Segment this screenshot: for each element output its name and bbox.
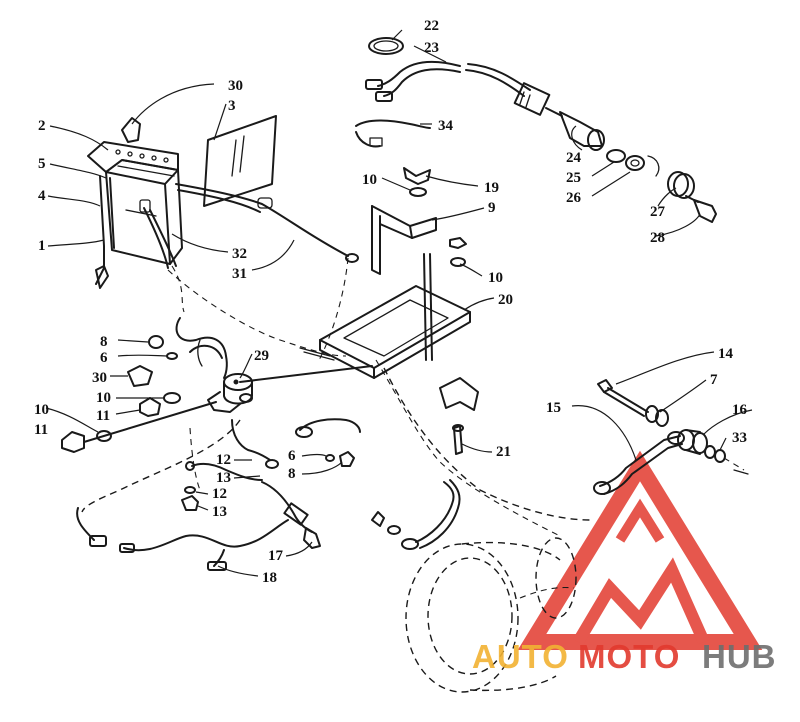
callout-8-left: 8 xyxy=(100,334,108,350)
battery-cover-part-3 xyxy=(203,115,277,207)
callout-21: 21 xyxy=(496,444,511,460)
linkage-rod-part-15 xyxy=(593,431,685,495)
callout-10-far-left: 10 xyxy=(34,402,49,418)
nut-part-33 xyxy=(704,445,749,475)
washer-part-10-upper xyxy=(409,187,427,197)
callout-6-right: 6 xyxy=(288,448,296,464)
callout-30-lower: 30 xyxy=(92,370,107,386)
watermark-logo xyxy=(517,450,763,650)
callout-32: 32 xyxy=(232,246,247,262)
callout-13-lower: 13 xyxy=(212,504,227,520)
solenoid-part-29 xyxy=(207,373,253,413)
terminal-boot-part-30 xyxy=(121,117,141,143)
callout-20: 20 xyxy=(498,292,513,308)
ignition-key-part-28 xyxy=(685,195,717,223)
wing-nut-part-19 xyxy=(403,167,431,185)
callout-18: 18 xyxy=(262,570,277,586)
callout-12-upper: 12 xyxy=(216,452,231,468)
callout-3: 3 xyxy=(228,98,236,114)
fuse-holder-part-17 xyxy=(261,481,321,549)
battery-tray-part-20 xyxy=(299,285,471,379)
callout-10-left: 10 xyxy=(96,390,111,406)
callout-4: 4 xyxy=(38,188,46,204)
bolt-part-14 xyxy=(597,379,649,417)
callout-8-right: 8 xyxy=(288,466,296,482)
solenoid-stud xyxy=(83,365,373,443)
callout-34: 34 xyxy=(438,118,454,134)
callout-28: 28 xyxy=(650,230,665,246)
solenoid-lead-wire xyxy=(175,317,228,379)
callout-27: 27 xyxy=(650,204,666,220)
callout-11-left: 11 xyxy=(96,408,110,424)
mounting-bracket-part-21 xyxy=(439,377,479,455)
switch-nut-part-27 xyxy=(667,171,695,199)
callout-11-far-left: 11 xyxy=(34,422,48,438)
cable-tie-part-34 xyxy=(355,119,431,148)
callout-14: 14 xyxy=(718,346,734,362)
battery-cap-part-2 xyxy=(87,141,179,173)
ground-cable-lower xyxy=(371,479,461,550)
callout-25: 25 xyxy=(566,170,581,186)
engine-flywheel-outline xyxy=(405,537,577,693)
bushing-part-16 xyxy=(677,429,708,455)
callout-31: 31 xyxy=(232,266,247,282)
callout-5: 5 xyxy=(38,156,46,172)
ground-lead-parts-12-13 xyxy=(181,419,279,511)
callout-12-lower: 12 xyxy=(212,486,227,502)
callout-2: 2 xyxy=(38,118,46,134)
callout-7: 7 xyxy=(710,372,718,388)
terminal-boot-part-30-lower xyxy=(127,365,153,387)
callout-23: 23 xyxy=(424,40,439,56)
wire-harness-part-23 xyxy=(365,60,551,116)
callout-29: 29 xyxy=(254,348,269,364)
watermark-auto: AUTO xyxy=(472,638,569,675)
callout-24: 24 xyxy=(566,150,582,166)
callout-26: 26 xyxy=(566,190,582,206)
callout-19: 19 xyxy=(484,180,499,196)
cable-parts-6-8-right xyxy=(295,418,361,467)
callout-17: 17 xyxy=(268,548,284,564)
leader-lines xyxy=(45,29,753,577)
callout-10-tray: 10 xyxy=(488,270,503,286)
callout-10-upper: 10 xyxy=(362,172,377,188)
routing-lines xyxy=(81,257,591,537)
battery-cable-part-31 xyxy=(175,183,359,263)
callout-9: 9 xyxy=(488,200,496,216)
callout-16: 16 xyxy=(732,402,748,418)
watermark-text: AUTO MOTO HUB xyxy=(472,638,777,675)
callout-6-left: 6 xyxy=(100,350,108,366)
callout-1: 1 xyxy=(38,238,46,254)
watermark-moto: MOTO xyxy=(578,638,680,675)
callout-labels: 22 23 30 3 2 34 5 4 1 32 31 10 19 9 24 2… xyxy=(34,18,748,586)
battery-strap-part-4 xyxy=(95,175,115,289)
callout-13-upper: 13 xyxy=(216,470,231,486)
callout-15: 15 xyxy=(546,400,561,416)
callout-22: 22 xyxy=(424,18,439,34)
ignition-switch-part-24 xyxy=(545,107,605,151)
switch-washers-parts-25-26 xyxy=(606,149,660,177)
callout-33: 33 xyxy=(732,430,747,446)
watermark-hub: HUB xyxy=(702,638,777,675)
callout-30-top: 30 xyxy=(228,78,243,94)
snap-ring-part-22 xyxy=(368,37,404,55)
wire-lead-part-18 xyxy=(76,507,289,571)
battery-cable-part-32 xyxy=(139,199,177,269)
bracket-part-9 xyxy=(371,205,437,275)
